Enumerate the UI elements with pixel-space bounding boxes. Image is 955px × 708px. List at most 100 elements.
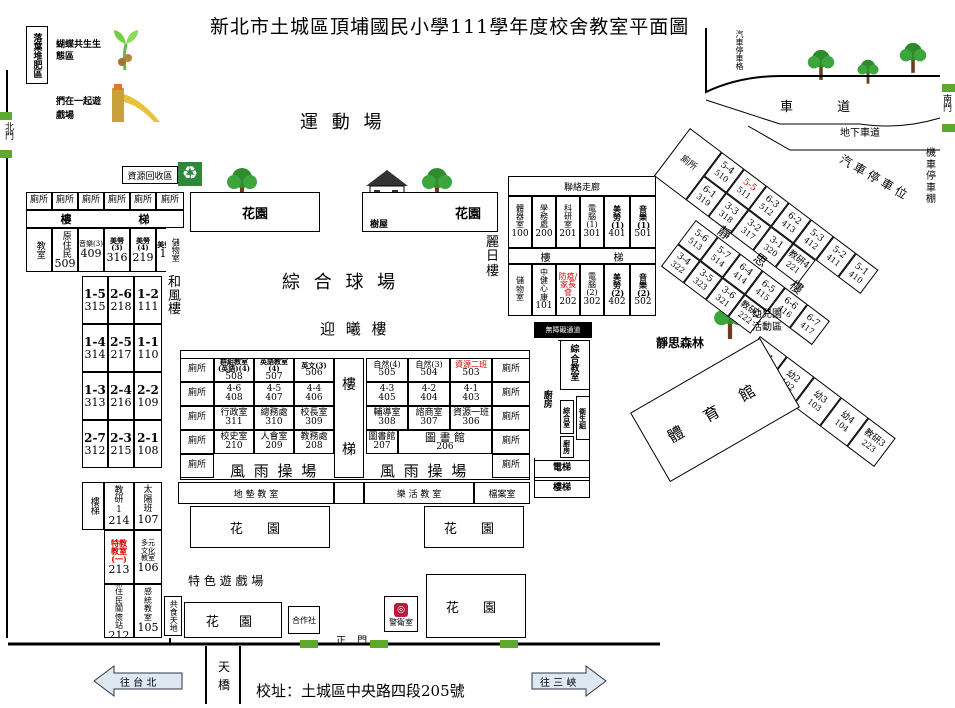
toilet: 廁所 bbox=[156, 192, 184, 210]
main-gate-post-right bbox=[370, 640, 388, 648]
guard-room: ◎ 警衛室 bbox=[384, 596, 418, 632]
north-gate-post-top bbox=[0, 112, 12, 120]
kitchen: 廚房 bbox=[534, 340, 558, 458]
room: 音樂(2)502 bbox=[630, 264, 656, 316]
room: 電腦(2)302 bbox=[580, 264, 604, 316]
ecology-label: 蝴蝶共生生態區 bbox=[56, 40, 102, 62]
li-ri-label: 麗日樓 bbox=[486, 235, 500, 279]
stair-corridor: 樓梯 bbox=[26, 210, 184, 228]
tree-icon bbox=[898, 40, 928, 78]
coop-store: 合作社 bbox=[288, 606, 320, 634]
tree-icon bbox=[856, 58, 880, 88]
rain-hall-left: 風 雨 操 場 bbox=[230, 462, 319, 480]
north-gate-post-bottom bbox=[0, 150, 12, 158]
moto-parking-label: 機車停車棚 bbox=[926, 148, 936, 205]
arrow-left-icon bbox=[92, 664, 184, 702]
compost-area: 落葉堆肥區 bbox=[26, 26, 48, 84]
sports-field-label: 運 動 場 bbox=[300, 112, 386, 133]
west-wall bbox=[6, 158, 8, 638]
classroom: 教室 bbox=[26, 228, 52, 272]
special-ed-room: 特教教室(一)213 bbox=[104, 530, 134, 584]
to-taipei-label: 往 台 北 bbox=[120, 678, 157, 689]
room: 英語教室(4)507 bbox=[254, 358, 294, 382]
to-sanxia-label: 往 三 峽 bbox=[540, 678, 577, 689]
lounge: 綜合室 bbox=[560, 400, 574, 434]
health-office: 衛生組 bbox=[576, 396, 590, 440]
west-wall-top bbox=[6, 70, 8, 112]
room: 自然(3)504 bbox=[408, 358, 450, 382]
connector-corridor: 無障礙通道 bbox=[534, 322, 592, 338]
main-gate-label: 正 門 bbox=[336, 636, 372, 647]
playground-label: 捫在一起遊戲場 bbox=[56, 97, 102, 121]
ying-xi-stair: 樓梯 bbox=[334, 358, 364, 478]
toilet: 廁所 bbox=[180, 454, 214, 478]
map-title: 新北市土城區頂埔國民小學111學年度校舍教室平面圖 bbox=[210, 16, 690, 38]
car-parking-top-label: 汽車停車格 bbox=[735, 30, 744, 70]
room: 電腦(1)301 bbox=[580, 196, 604, 248]
toilet: 廁所 bbox=[180, 406, 214, 430]
stairs-2: 樓梯 bbox=[534, 480, 590, 498]
slide-icon bbox=[108, 82, 162, 128]
treehouse-garden: 花園 bbox=[362, 192, 498, 232]
garden-1: 花園 bbox=[190, 192, 320, 232]
toilet: 廁所 bbox=[492, 382, 530, 406]
car-park-label: 汽 車 停 車 位 bbox=[837, 152, 910, 202]
archive-room: 檔案室 bbox=[474, 482, 530, 504]
toilet: 廁所 bbox=[492, 430, 530, 454]
he-feng-building-label: 和風樓 bbox=[168, 275, 182, 318]
south-gate-post-top bbox=[942, 84, 955, 92]
multi-classroom: 綜合教室 bbox=[560, 340, 590, 390]
kinder-activity-label: 幼兒園活動區 bbox=[752, 309, 782, 333]
treehouse-label: 樹屋 bbox=[370, 220, 389, 230]
toilet: 廁所 bbox=[492, 358, 530, 382]
toilet: 廁所 bbox=[130, 192, 156, 210]
toilet: 廁所 bbox=[180, 430, 214, 454]
special-playground-label: 特 色 遊 戲 場 bbox=[188, 574, 264, 588]
toilet: 廁所 bbox=[78, 192, 104, 210]
toilet: 廁所 bbox=[52, 192, 78, 210]
ying-xi-label: 迎 曦 樓 bbox=[320, 320, 390, 338]
toilet: 廁所 bbox=[180, 382, 214, 406]
room: 群組教室(英語)(4)508 bbox=[214, 358, 254, 382]
room: 自然(4)505 bbox=[366, 358, 408, 382]
room: 美勞(2)402 bbox=[604, 264, 630, 316]
canteen: 廚房 bbox=[560, 436, 574, 458]
room: 英文(3)506 bbox=[294, 358, 334, 382]
caterpillar-icon bbox=[110, 26, 140, 76]
main-gate-post-left bbox=[300, 640, 318, 648]
toilet: 廁所 bbox=[26, 192, 52, 210]
shared-dining: 共食天地 bbox=[164, 596, 182, 636]
classroom: 音樂(3)409 bbox=[78, 228, 104, 272]
new-immigrant-station: 新住民關懷站212 bbox=[104, 584, 134, 638]
basement-classroom: 地 墊 教 室 bbox=[178, 482, 334, 504]
elevator: 電梯 bbox=[534, 460, 590, 478]
